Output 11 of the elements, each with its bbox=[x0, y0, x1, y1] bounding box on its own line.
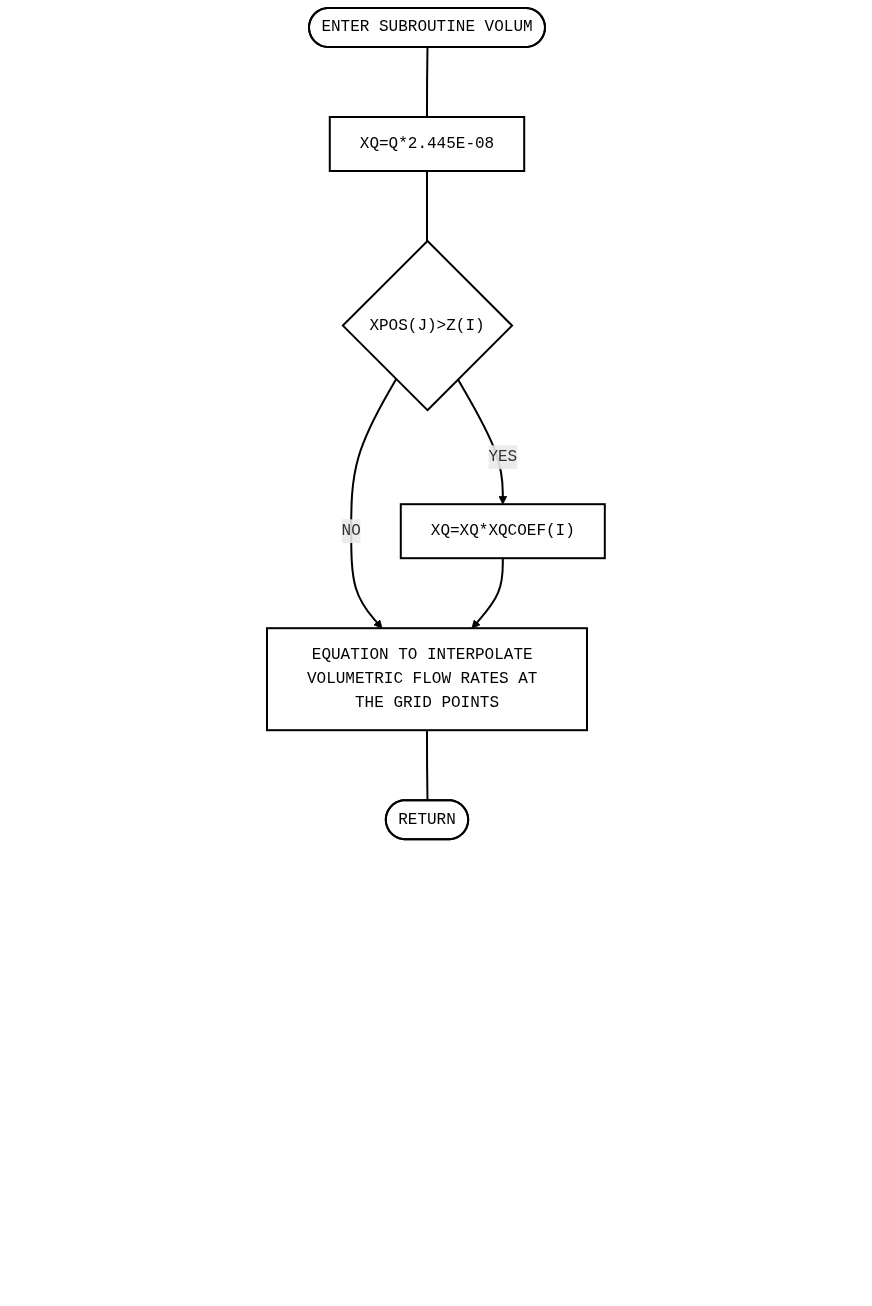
node-diamond: XPOS(J)>Z(I) bbox=[341, 239, 514, 412]
arrow bbox=[471, 557, 504, 629]
connector bbox=[426, 46, 429, 118]
arrow bbox=[350, 378, 398, 629]
node-box: EQUATION TO INTERPOLATE VOLUMETRIC FLOW RATES AT THE GRID POINTS bbox=[266, 627, 589, 732]
connector bbox=[426, 729, 429, 802]
node-box: XQ=Q*2.445E-08 bbox=[328, 116, 526, 172]
connector bbox=[426, 170, 429, 242]
node-box: XQ=XQ*XQCOEF(I) bbox=[399, 503, 606, 560]
edge-label: NO bbox=[341, 522, 361, 541]
edge-label: YES bbox=[488, 448, 518, 467]
